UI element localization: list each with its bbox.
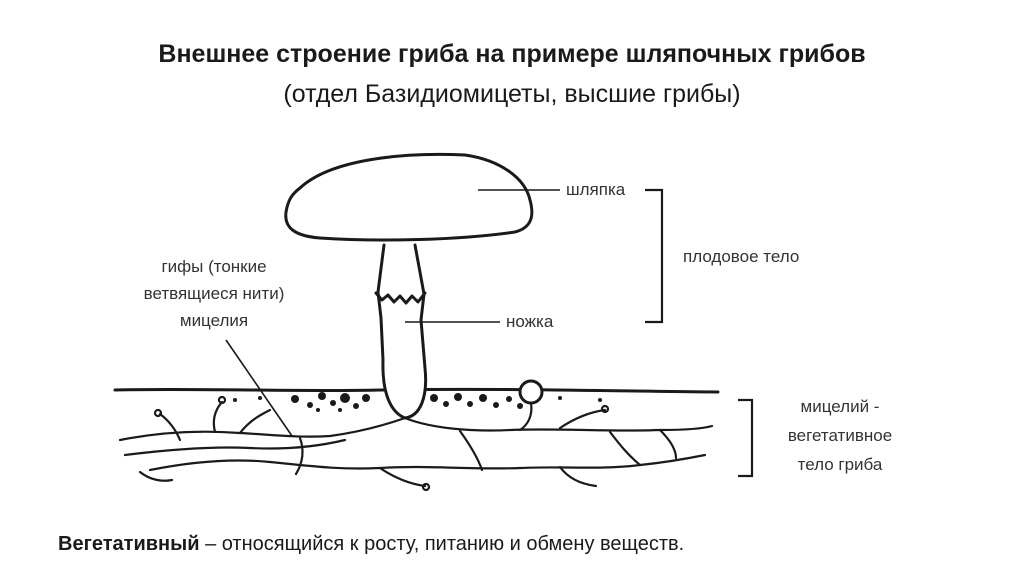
hyphae-label-line-1: гифы (тонкие <box>118 255 310 279</box>
mycelium-bracket <box>738 400 752 476</box>
stem-label: ножка <box>506 310 553 334</box>
mycelium-label-line-2: вегетативное <box>760 424 920 448</box>
definition-term: Вегетативный <box>58 533 200 555</box>
mushroom-stem <box>378 245 426 418</box>
hyphae-label-line-3: мицелия <box>118 309 310 333</box>
definition-text: – относящийся к росту, питанию и обмену … <box>200 533 685 555</box>
mushroom-cap <box>286 154 532 240</box>
fruiting-body-bracket <box>645 190 662 322</box>
cap-label: шляпка <box>566 178 625 202</box>
fruiting-body-label: плодовое тело <box>683 245 799 269</box>
young-fruiting-body <box>520 381 542 403</box>
mycelium-label-line-3: тело гриба <box>760 453 920 477</box>
mycelium-label-line-1: мицелий - <box>760 395 920 419</box>
hyphae-leader-line <box>226 340 292 436</box>
hyphae-label-line-2: ветвящиеся нити) <box>118 282 310 306</box>
definition: Вегетативный – относящийся к росту, пита… <box>58 530 684 558</box>
